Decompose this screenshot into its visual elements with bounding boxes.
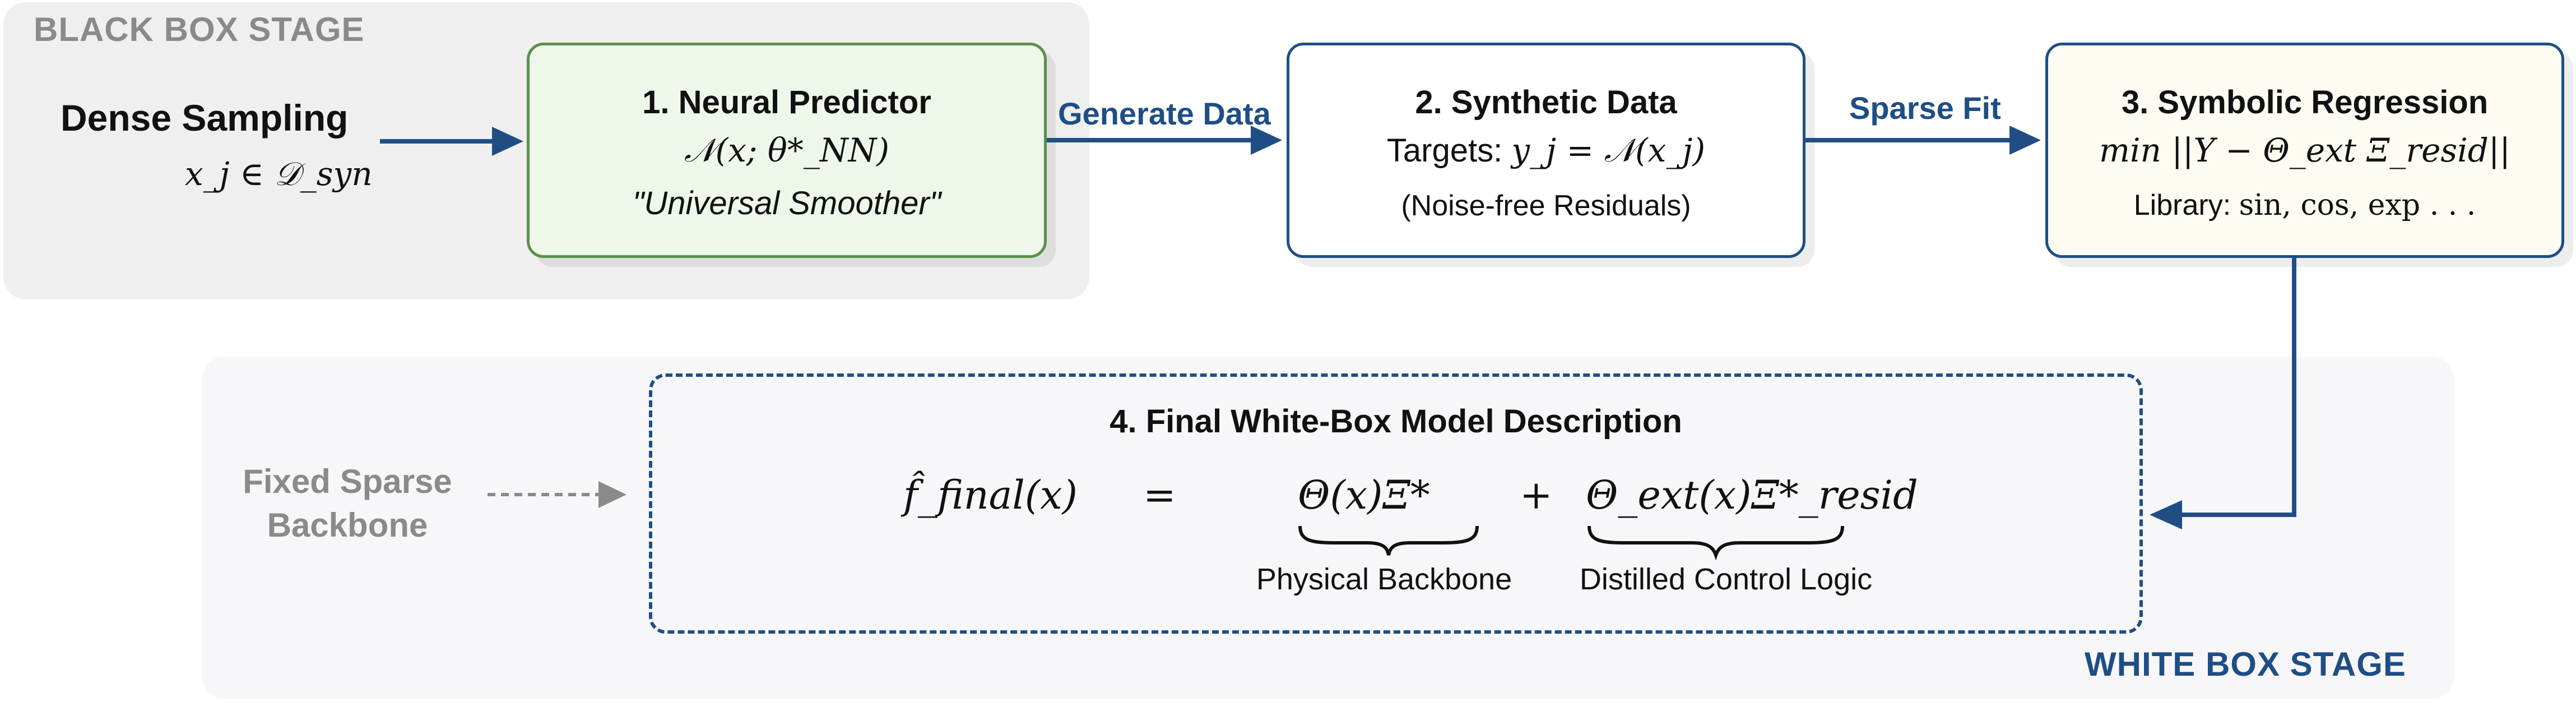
arrow-predictor-to-synthetic: [1047, 126, 1282, 155]
symbolic-regression-formula: min ||Y − Θ_ext Ξ_resid||: [2099, 131, 2510, 169]
white-box-stage-title: WHITE BOX STAGE: [2085, 645, 2406, 683]
arrow-regression-to-final: [2150, 258, 2296, 529]
synthetic-data-title: 2. Synthetic Data: [1415, 84, 1677, 121]
dense-sampling-title: Dense Sampling: [61, 97, 349, 139]
equals-sign: =: [1143, 472, 1176, 518]
distilled-control-label: Distilled Control Logic: [1579, 562, 1873, 596]
black-box-stage-title: BLACK BOX STAGE: [34, 11, 365, 48]
final-model-lhs: f̂_final(x): [903, 472, 1078, 518]
generate-data-label: Generate Data: [1058, 96, 1271, 131]
targets-label: Targets:: [1386, 132, 1503, 169]
universal-smoother-note: "Universal Smoother": [632, 185, 941, 222]
arrow-backbone-to-final: [488, 481, 626, 508]
library-functions: sin, cos, exp . . .: [2239, 188, 2476, 222]
final-model-title: 4. Final White-Box Model Description: [1110, 403, 1682, 440]
brace-physical: [1298, 525, 1479, 556]
synthetic-data-targets: Targets: y_j = 𝒩(x_j): [1289, 131, 1803, 170]
neural-predictor-title: 1. Neural Predictor: [642, 84, 931, 121]
neural-predictor-box: 1. Neural Predictor 𝒩(x; θ*_NN) "Univers…: [527, 43, 1047, 258]
arrow-dense-to-predictor: [380, 127, 523, 156]
symbolic-regression-title: 3. Symbolic Regression: [2121, 84, 2489, 121]
sparse-fit-label: Sparse Fit: [1849, 90, 2001, 126]
symbolic-regression-box: 3. Symbolic Regression min ||Y − Θ_ext Ξ…: [2045, 43, 2564, 258]
physical-term: Θ(x)Ξ*: [1298, 472, 1430, 518]
physical-backbone-label: Physical Backbone: [1256, 562, 1512, 596]
plus-sign: +: [1520, 472, 1553, 518]
fixed-sparse-line1: Fixed Sparse: [243, 463, 452, 500]
neural-predictor-formula: 𝒩(x; θ*_NN): [684, 131, 889, 169]
fixed-sparse-backbone-label: Fixed Sparse Backbone: [213, 460, 482, 547]
targets-formula: y_j = 𝒩(x_j): [1511, 131, 1706, 169]
noise-free-note: (Noise-free Residuals): [1401, 190, 1691, 222]
library-line: Library: sin, cos, exp . . .: [2048, 188, 2561, 222]
fixed-sparse-line2: Backbone: [267, 506, 428, 544]
library-label: Library:: [2133, 189, 2231, 222]
dense-sampling-formula: x_j ∈ 𝒟_syn: [185, 155, 373, 193]
brace-control: [1588, 525, 1844, 561]
final-model-box: 4. Final White-Box Model Description: [649, 373, 2143, 634]
control-term: Θ_ext(x)Ξ*_resid: [1586, 472, 1918, 518]
arrow-synthetic-to-regression: [1805, 126, 2041, 155]
synthetic-data-box: 2. Synthetic Data Targets: y_j = 𝒩(x_j) …: [1287, 43, 1805, 258]
